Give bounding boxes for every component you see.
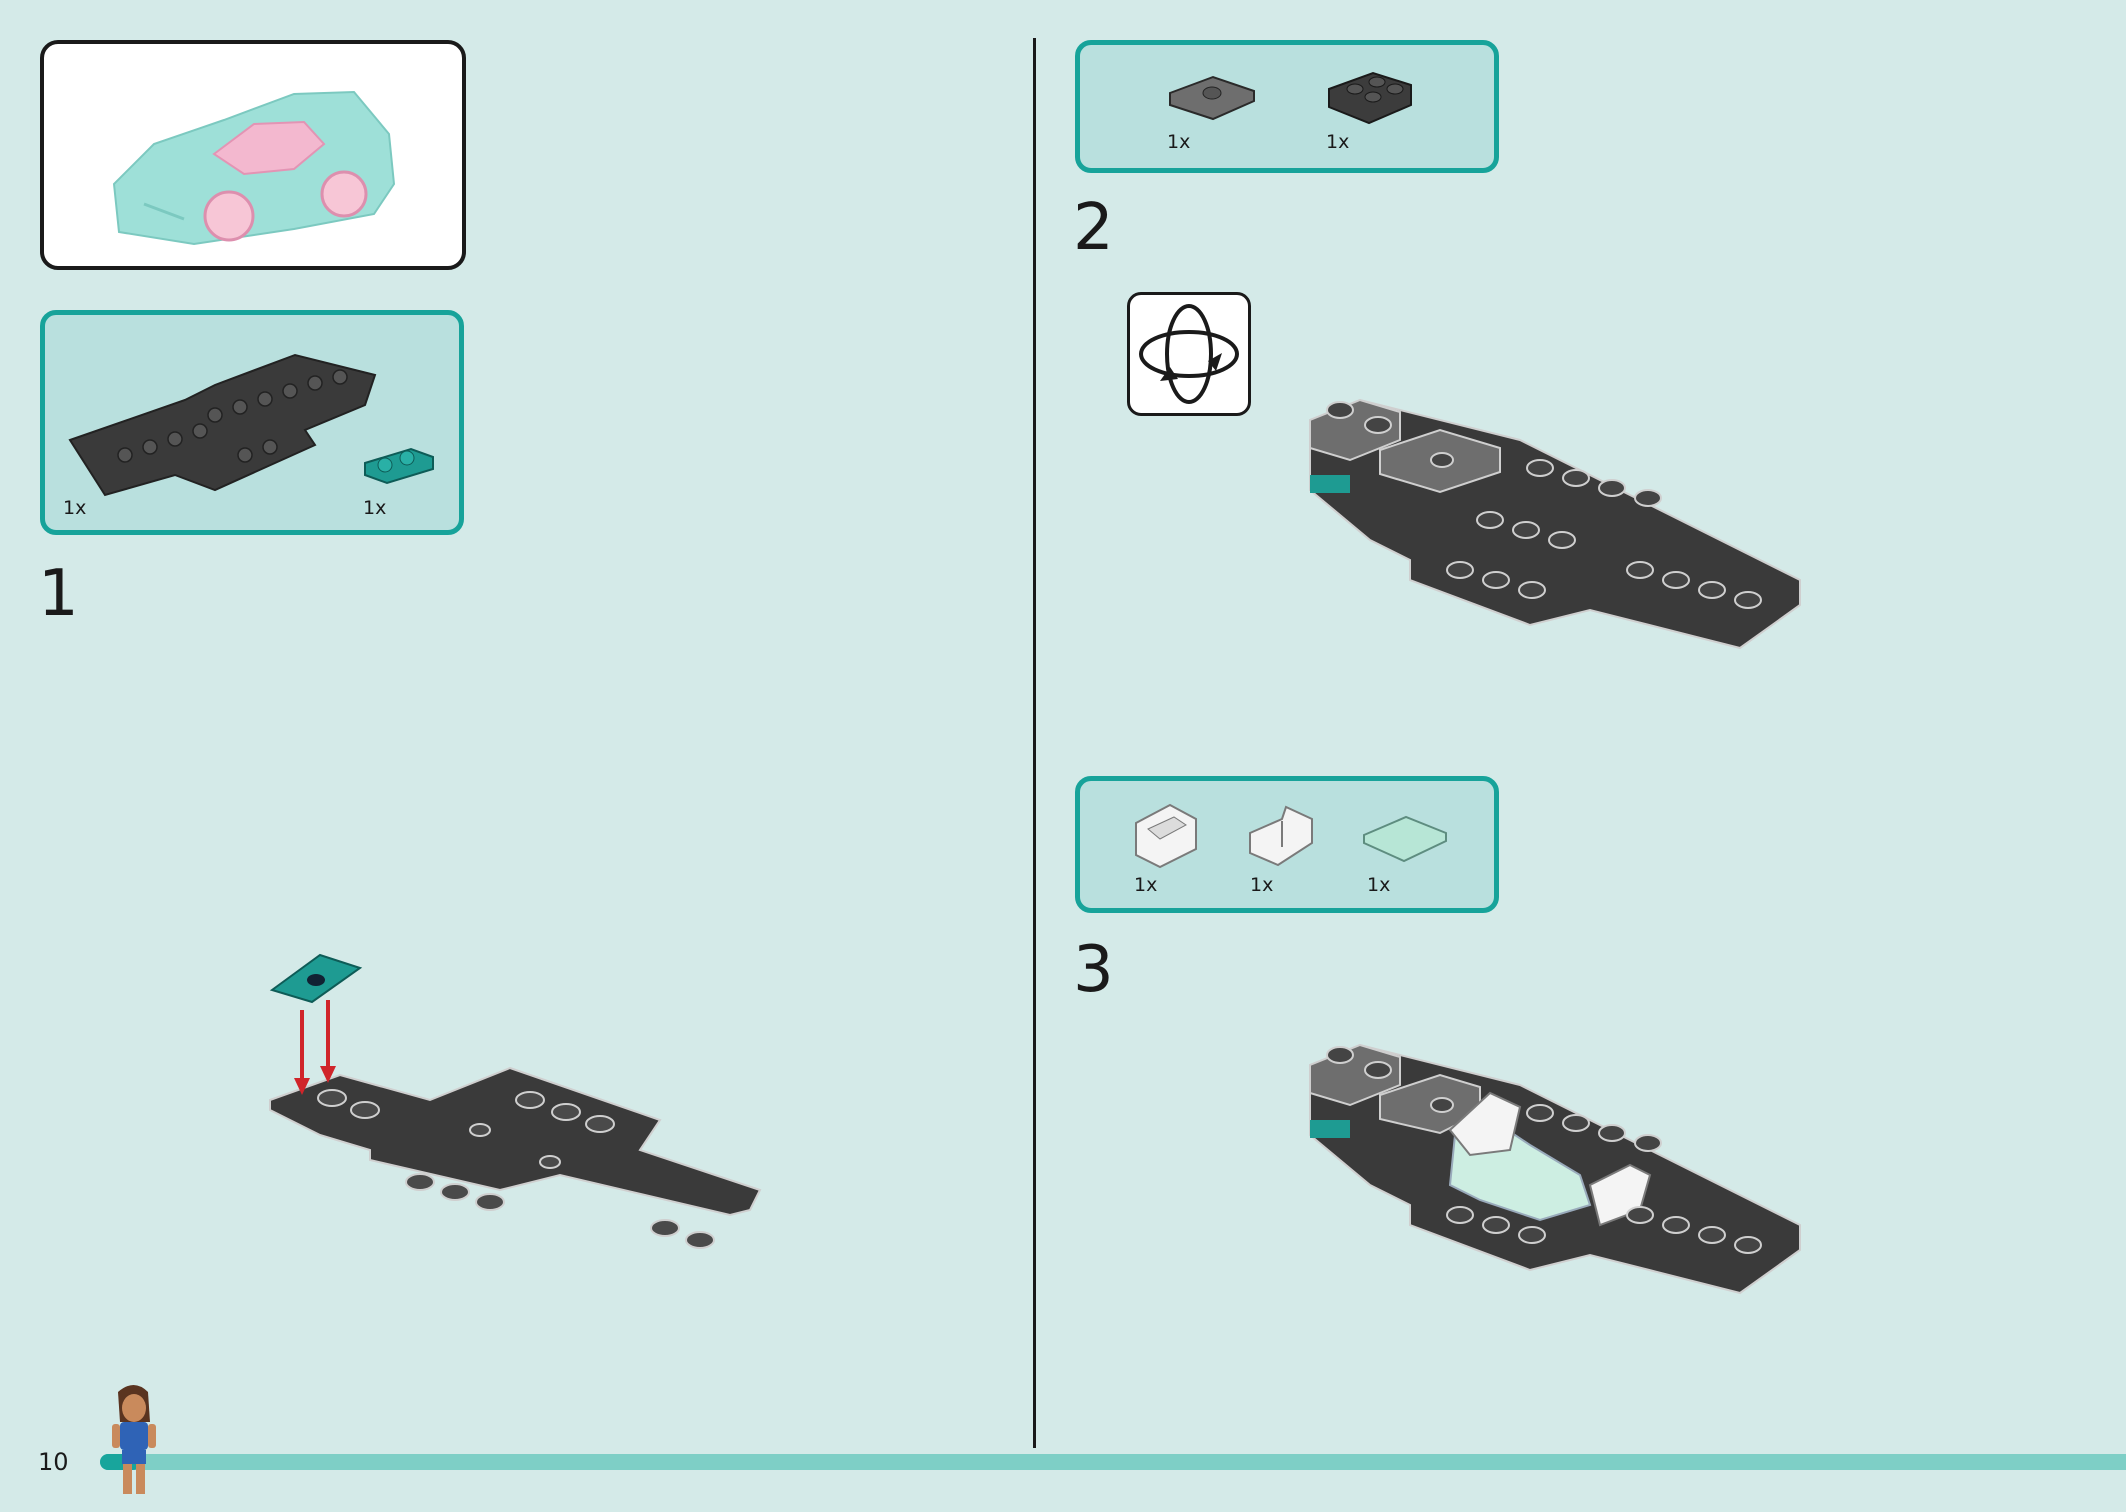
light-tile-icon <box>1363 815 1447 863</box>
part-quantity: 1x <box>63 497 87 519</box>
progress-bar-track <box>100 1454 2126 1470</box>
finished-model-preview <box>40 40 466 270</box>
step-number: 2 <box>1073 191 1114 265</box>
large-dark-plate-icon <box>68 353 377 497</box>
page-divider <box>1033 38 1036 1448</box>
step-2-assembly-illustration <box>1309 398 1801 650</box>
teal-plate-1x2-icon <box>364 447 434 485</box>
minifigure-icon <box>112 1385 156 1494</box>
part-quantity: 1x <box>1326 131 1350 153</box>
step-number: 3 <box>1073 933 1114 1007</box>
part-quantity: 1x <box>363 497 387 519</box>
gray-jumper-plate-icon <box>1169 75 1255 121</box>
step-3-assembly-illustration <box>1309 1043 1801 1295</box>
white-windscreen-icon <box>1135 803 1197 869</box>
part-quantity: 1x <box>1250 874 1274 896</box>
dark-bracket-brick-icon <box>1328 71 1412 125</box>
part-quantity: 1x <box>1134 874 1158 896</box>
step-number: 1 <box>38 557 79 631</box>
part-quantity: 1x <box>1367 874 1391 896</box>
part-quantity: 1x <box>1167 131 1191 153</box>
parts-box-step-2: 1x 1x <box>1075 40 1499 173</box>
parts-box-step-1: 1x 1x <box>40 310 464 535</box>
page-number: 10 <box>38 1448 69 1476</box>
white-seat-icon <box>1249 805 1313 867</box>
rotate-model-callout <box>1127 292 1251 416</box>
rotate-model-icon <box>1139 304 1239 404</box>
parts-box-step-3: 1x 1x 1x <box>1075 776 1499 913</box>
car-preview-icon <box>112 90 396 246</box>
step-1-assembly-illustration <box>269 953 762 1249</box>
